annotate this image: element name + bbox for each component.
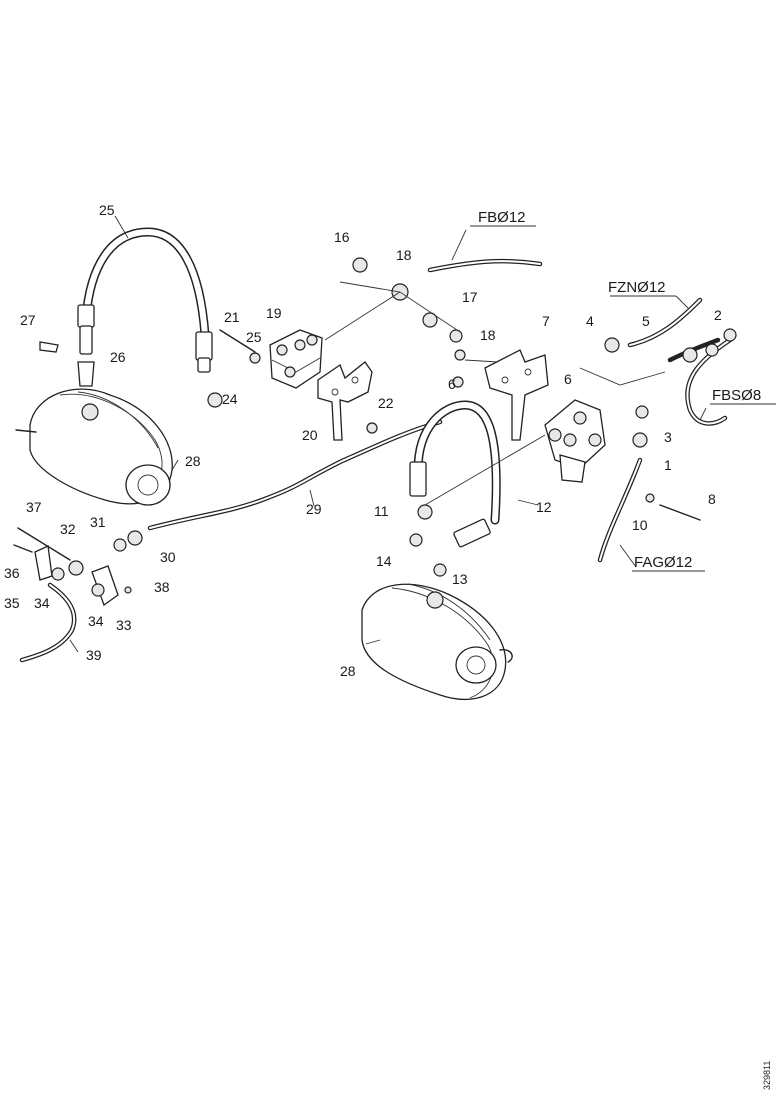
- label-25-hose: 25: [99, 202, 115, 218]
- fittings: [39, 257, 737, 594]
- hose-25: [77, 227, 213, 373]
- bracket-assembly-32: [13, 527, 143, 607]
- label-17: 17: [462, 289, 478, 305]
- label-33: 33: [116, 617, 132, 633]
- bracket-7: [484, 349, 549, 441]
- code-fag: FAGØ12: [634, 554, 692, 571]
- pipe-39: [19, 582, 77, 663]
- label-26: 26: [110, 349, 126, 365]
- label-34-right: 34: [88, 613, 104, 629]
- part-labels: 25 16 18 17 18 27 26 21 25 19 24 22 20 2…: [4, 202, 722, 679]
- label-19: 19: [266, 305, 282, 321]
- label-2: 2: [714, 307, 722, 323]
- valve-6: [544, 399, 606, 483]
- pipe-fzn: [627, 297, 703, 348]
- pipe-fb: [427, 258, 543, 273]
- valve-19: [269, 329, 323, 389]
- label-7: 7: [542, 313, 550, 329]
- label-4: 4: [586, 313, 594, 329]
- label-28-left: 28: [185, 453, 201, 469]
- pipe-29: [147, 419, 443, 531]
- label-31: 31: [90, 514, 106, 530]
- label-1: 1: [664, 457, 672, 473]
- label-6-valve: 6: [564, 371, 572, 387]
- label-32: 32: [60, 521, 76, 537]
- label-10: 10: [632, 517, 648, 533]
- code-fzn: FZNØ12: [608, 279, 666, 296]
- drawing-reference: 329811: [762, 1061, 772, 1090]
- brake-chamber-28-left: [15, 388, 173, 506]
- label-24: 24: [222, 391, 238, 407]
- label-27: 27: [20, 312, 36, 328]
- label-18-top: 18: [396, 247, 412, 263]
- label-34-left: 34: [34, 595, 50, 611]
- label-8: 8: [708, 491, 716, 507]
- label-20: 20: [302, 427, 318, 443]
- label-18: 18: [480, 327, 496, 343]
- code-fbs: FBSØ8: [712, 387, 761, 404]
- label-35: 35: [4, 595, 20, 611]
- label-30: 30: [160, 549, 176, 565]
- label-12: 12: [536, 499, 552, 515]
- label-13-lower: 13: [452, 571, 468, 587]
- label-3: 3: [664, 429, 672, 445]
- pipe-fbs: [685, 337, 733, 426]
- leader-lines: [69, 215, 776, 653]
- label-38: 38: [154, 579, 170, 595]
- label-21: 21: [224, 309, 240, 325]
- label-11: 11: [374, 503, 389, 519]
- pipe-fag: [597, 457, 643, 563]
- label-14: 14: [376, 553, 392, 569]
- label-22: 22: [378, 395, 394, 411]
- assembly-lines: [324, 281, 666, 506]
- label-28-bottom: 28: [340, 663, 356, 679]
- pipe-upper-right: [667, 337, 721, 363]
- label-16: 16: [334, 229, 350, 245]
- label-36: 36: [4, 565, 20, 581]
- code-fb: FBØ12: [478, 209, 526, 226]
- label-5: 5: [642, 313, 650, 329]
- label-37: 37: [26, 499, 42, 515]
- label-25-fitting: 25: [246, 329, 262, 345]
- label-29: 29: [306, 501, 322, 517]
- line-codes: FBØ12 FZNØ12 FBSØ8 FAGØ12: [478, 209, 761, 571]
- bracket-20: [317, 361, 373, 441]
- label-6-fitting: 6: [448, 376, 456, 392]
- label-39: 39: [86, 647, 102, 663]
- brake-chamber-28-bottom: [361, 583, 513, 700]
